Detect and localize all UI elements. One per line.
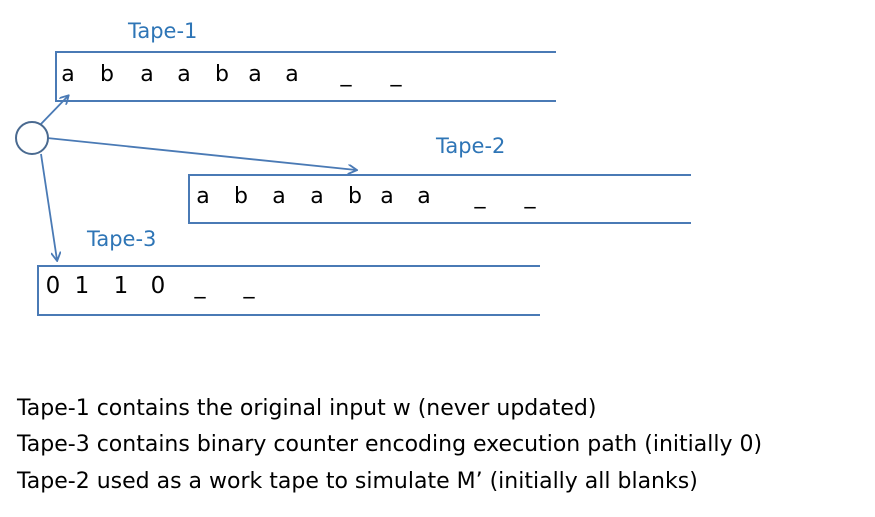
tape-2-cell-2: a — [272, 184, 285, 209]
tape-2-cell-6: a — [417, 184, 430, 209]
arrow-to-tape-3 — [40, 153, 57, 260]
tape-3-cell-5: _ — [243, 274, 256, 299]
tape-1-label: Tape-1 — [127, 19, 197, 43]
caption-tape-2: Tape-2 used as a work tape to simulate M… — [17, 469, 698, 494]
tape-2-label: Tape-2 — [435, 134, 505, 158]
tape-2-outline — [188, 174, 691, 224]
control-unit — [15, 96, 356, 260]
tape-3-cell-2: 1 — [114, 273, 129, 299]
tape-2-cell-8: _ — [524, 184, 537, 209]
tape-2-cell-3: a — [310, 184, 323, 209]
arrow-to-tape-1 — [39, 96, 68, 126]
tape-1-cell-8: _ — [390, 62, 403, 87]
tape-3-cell-1: 1 — [75, 273, 90, 299]
tape-1-cell-2: a — [140, 62, 153, 87]
tape-1-outline — [55, 51, 556, 102]
tape-3-cell-4: _ — [194, 274, 207, 299]
tape-1-cell-4: b — [215, 62, 229, 87]
tape-1-cell-7: _ — [340, 62, 353, 87]
tape-3-label: Tape-3 — [86, 227, 156, 251]
tape-2-cell-7: _ — [474, 184, 487, 209]
tape-3-cell-3: 0 — [151, 273, 166, 299]
caption-tape-1: Tape-1 contains the original input w (ne… — [17, 396, 597, 421]
tape-3-outline — [37, 265, 540, 316]
tape-2-cell-1: b — [234, 184, 248, 209]
tape-2-cell-4: b — [348, 184, 362, 209]
tape-1-cell-6: a — [285, 62, 298, 87]
tape-1-cell-0: a — [61, 62, 74, 87]
tape-3-cell-0: 0 — [46, 273, 61, 299]
tape-2-cell-0: a — [196, 184, 209, 209]
control-state-circle — [15, 121, 49, 155]
tape-1-cell-1: b — [100, 62, 114, 87]
tape-1-cell-5: a — [248, 62, 261, 87]
caption-tape-3: Tape-3 contains binary counter encoding … — [17, 432, 763, 457]
arrow-to-tape-2 — [46, 137, 356, 170]
tape-1-cell-3: a — [177, 62, 190, 87]
tape-2-cell-5: a — [380, 184, 393, 209]
